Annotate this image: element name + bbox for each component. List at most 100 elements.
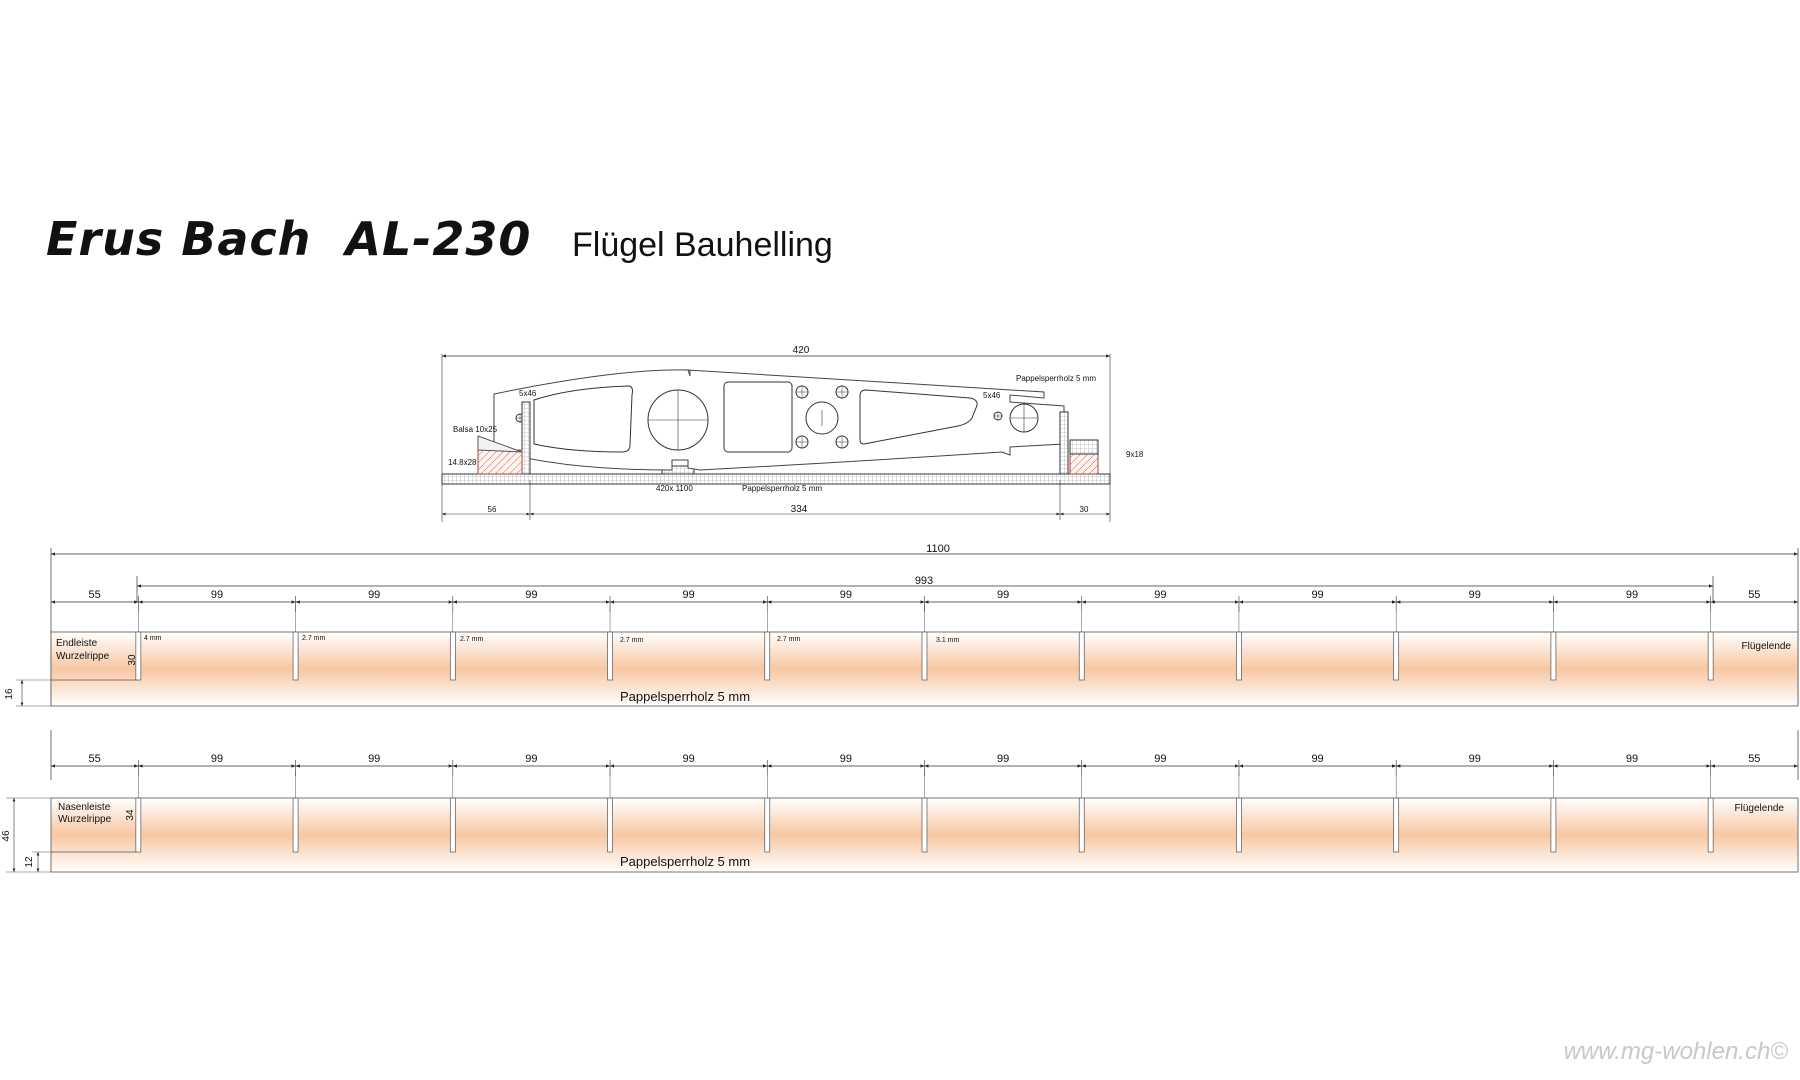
strip-top-material: Pappelsperrholz 5 mm	[620, 689, 750, 704]
top-bay-label-4: 99	[525, 589, 537, 601]
top-rib-slot-6	[921, 631, 928, 681]
strip-top-height-left: 16	[4, 688, 15, 700]
material-label-top: Pappelsperrholz 5 mm	[1016, 374, 1096, 383]
watermark: www.mg-wohlen.ch©	[1563, 1038, 1788, 1065]
bottom-rib-slot-1	[135, 797, 142, 853]
top-rib-slot-5	[764, 631, 771, 681]
bottom-rib-slot-11	[1707, 797, 1714, 853]
top-bay-label-6: 99	[840, 589, 852, 601]
bottom-rib-slot-3	[449, 797, 456, 853]
base-board	[441, 473, 1111, 485]
strip-top-right-label: Flügelende	[1742, 641, 1792, 652]
strip-bottom-left-label-2: Wurzelrippe	[58, 814, 112, 825]
slot-note-6: 3.1 mm	[936, 637, 960, 644]
bottom-rib-slot-4	[607, 797, 613, 853]
spar-left	[521, 401, 531, 475]
cross-section-labels: 420 Pappelsperrholz 5 mm 5x46 5x46 Balsa…	[448, 345, 1144, 515]
dim-56-label: 56	[488, 505, 497, 514]
bay-dimension-chain-bottom: 55 99 99 99 99 99 99 99 99 99 99 55	[51, 753, 1798, 776]
bottom-bay-label-11: 99	[1626, 753, 1638, 765]
balsa-wedge	[477, 435, 523, 453]
spar-right-label: 5x46	[983, 391, 1001, 400]
top-bay-label-10: 99	[1469, 589, 1481, 601]
top-bay-label-5: 99	[683, 589, 695, 601]
spar-right	[1059, 411, 1069, 475]
dim-420-label: 420	[793, 345, 810, 356]
bay-dimension-chain-top: 55 99 99 99 99 99 99 99 99 99 99 55	[51, 589, 1798, 612]
block-right-top	[1069, 439, 1099, 455]
slot-note-2: 2.7 mm	[302, 635, 326, 642]
block-left-label: 14.8x28	[448, 458, 477, 467]
strip-bottom-material: Pappelsperrholz 5 mm	[620, 854, 750, 869]
balsa-label: Balsa 10x25	[453, 425, 498, 434]
drawing-subtitle: Flügel Bauhelling	[572, 226, 833, 264]
bottom-bay-label-12: 55	[1748, 753, 1760, 765]
bottom-rib-slot-5	[764, 797, 771, 853]
top-rib-slot-2	[292, 631, 299, 681]
bottom-bay-label-3: 99	[368, 753, 380, 765]
slot-note-3: 2.7 mm	[460, 636, 484, 643]
top-bay-label-3: 99	[368, 589, 380, 601]
top-rib-slot-8	[1236, 631, 1242, 681]
top-rib-slot-10	[1550, 631, 1557, 681]
bottom-rib-slot-2	[292, 797, 299, 853]
strip-bottom-height-left: 12	[24, 856, 35, 868]
strip-top-left-label-2: Wurzelrippe	[56, 651, 110, 662]
dim-1100-label: 1100	[926, 543, 950, 555]
spar-left-label: 5x46	[519, 389, 537, 398]
slots-top	[135, 606, 1714, 681]
top-rib-slot-9	[1393, 631, 1400, 681]
top-bay-label-1: 55	[89, 589, 101, 601]
slots-bottom	[135, 772, 1714, 853]
bottom-rib-slot-8	[1236, 797, 1242, 853]
bottom-bay-label-8: 99	[1154, 753, 1166, 765]
dim-334-label: 334	[791, 504, 808, 515]
strip-top-height-inner: 30	[127, 654, 138, 666]
strip-top: Endleiste Wurzelrippe Flügelende Pappels…	[4, 606, 1799, 707]
top-bay-label-11: 99	[1626, 589, 1638, 601]
top-bay-label-9: 99	[1311, 589, 1323, 601]
strip-bottom-height-total: 46	[1, 830, 12, 842]
strip-bottom-left-label-1: Nasenleiste	[58, 802, 111, 813]
top-bay-label-2: 99	[211, 589, 223, 601]
bottom-bay-label-2: 99	[211, 753, 223, 765]
strip-bottom-height-inner: 34	[125, 809, 136, 821]
bottom-bay-label-4: 99	[525, 753, 537, 765]
dim-30-label: 30	[1080, 505, 1089, 514]
bottom-rib-slot-6	[921, 797, 928, 853]
top-rib-slot-3	[449, 631, 456, 681]
bottom-bay-label-10: 99	[1469, 753, 1481, 765]
top-rib-slot-7	[1078, 631, 1085, 681]
base-size-label: 420x 1100	[656, 484, 693, 493]
strip-bottom: Nasenleiste Wurzelrippe Flügelende Pappe…	[1, 730, 1799, 873]
dim-993-label: 993	[915, 575, 933, 587]
slot-note-5: 2.7 mm	[777, 636, 801, 643]
bottom-bay-label-6: 99	[840, 753, 852, 765]
slot-note-4: 2.7 mm	[620, 637, 644, 644]
bottom-bay-label-9: 99	[1311, 753, 1323, 765]
bottom-rib-slot-9	[1393, 797, 1400, 853]
strip-top-left-label-1: Endleiste	[56, 638, 98, 649]
block-left	[477, 449, 523, 475]
material-label-bottom: Pappelsperrholz 5 mm	[742, 484, 822, 493]
top-bay-label-7: 99	[997, 589, 1009, 601]
drawing-title: Erus Bach AL-230	[46, 212, 532, 266]
top-bay-label-8: 99	[1154, 589, 1166, 601]
slot-note-1: 4 mm	[144, 635, 162, 642]
cross-section	[441, 354, 1111, 522]
bottom-bay-label-5: 99	[683, 753, 695, 765]
block-right	[1069, 453, 1099, 475]
bottom-bay-label-1: 55	[89, 753, 101, 765]
bottom-bay-label-7: 99	[997, 753, 1009, 765]
strip-bottom-right-label: Flügelende	[1735, 803, 1785, 814]
lightening-hole-3	[859, 389, 978, 445]
top-rib-slot-11	[1707, 631, 1714, 681]
lightening-hole-1	[533, 385, 633, 453]
top-rib-slot-4	[607, 631, 613, 681]
bottom-rib-slot-7	[1078, 797, 1085, 853]
block-right-label: 9x18	[1126, 450, 1144, 459]
top-bay-label-12: 55	[1748, 589, 1760, 601]
bottom-rib-slot-10	[1550, 797, 1557, 853]
lightening-hole-2	[723, 381, 793, 453]
